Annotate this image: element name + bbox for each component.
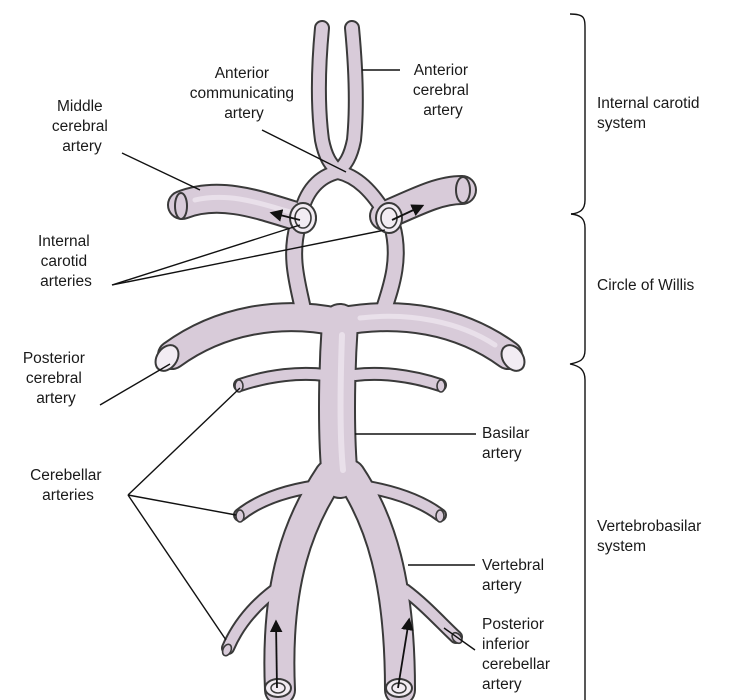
label-line: cerebellar <box>482 656 550 673</box>
left-vertebral-artery <box>279 475 330 690</box>
label-vertebrobasilar-system: Vertebrobasilar system <box>597 518 706 555</box>
label-line: artery <box>224 105 264 122</box>
label-line: cerebral <box>413 82 469 99</box>
label-line: artery <box>36 390 76 407</box>
label-line: artery <box>482 577 522 594</box>
system-labels: Internal carotid system Circle of Willis… <box>597 95 706 555</box>
label-posterior-inferior-cerebellar-artery: Posterior inferior cerebellar artery <box>482 616 554 693</box>
anterior-communicating-leader <box>262 130 346 172</box>
label-line: Cerebellar <box>30 467 102 484</box>
label-internal-carotid-system: Internal carotid system <box>597 95 704 132</box>
label-line: cerebral <box>26 370 82 387</box>
system-brackets <box>570 14 585 700</box>
label-line: Middle <box>57 98 103 115</box>
left-mca-end <box>175 193 187 219</box>
cerebellar-leader-middle <box>128 495 236 515</box>
label-line: Internal <box>38 233 90 250</box>
label-anterior-communicating-artery: Anterior communicating artery <box>190 65 299 122</box>
label-line: Vertebrobasilar <box>597 518 701 535</box>
left-vertebral-flow-arrow <box>276 622 277 688</box>
label-line: artery <box>423 102 463 119</box>
right-aica-end <box>436 510 444 522</box>
right-sca-end <box>437 380 445 392</box>
label-line: Basilar <box>482 425 529 442</box>
label-line: arteries <box>40 273 92 290</box>
label-line: Anterior <box>215 65 269 82</box>
label-line: system <box>597 115 646 132</box>
label-line: carotid <box>41 253 88 270</box>
label-line: system <box>597 538 646 555</box>
vessels-group <box>151 28 529 697</box>
cerebellar-leader-upper <box>128 388 240 495</box>
posterior-cerebral-leader <box>100 364 170 405</box>
internal-carotid-bracket <box>570 14 585 214</box>
internal-carotid-leader-right <box>112 230 385 285</box>
label-line: Anterior <box>414 62 468 79</box>
label-posterior-cerebral-artery: Posterior cerebral artery <box>23 350 89 407</box>
label-basilar-artery: Basilar artery <box>482 425 534 462</box>
label-line: Vertebral <box>482 557 544 574</box>
label-internal-carotid-arteries: Internal carotid arteries <box>38 233 94 290</box>
label-line: Circle of Willis <box>597 277 695 294</box>
label-line: Posterior <box>23 350 85 367</box>
label-vertebral-artery: Vertebral artery <box>482 557 548 594</box>
label-cerebellar-arteries: Cerebellar arteries <box>30 467 106 504</box>
label-line: cerebral <box>52 118 108 135</box>
label-line: communicating <box>190 85 294 102</box>
circle-of-willis-bracket <box>570 214 585 364</box>
label-line: artery <box>62 138 102 155</box>
label-line: arteries <box>42 487 94 504</box>
vertebrobasilar-bracket <box>570 364 585 700</box>
middle-cerebral-leader <box>122 153 200 190</box>
right-vertebral-artery <box>350 475 400 690</box>
basilar-highlight <box>341 335 343 470</box>
internal-carotid-leader-left <box>112 225 300 285</box>
left-sca-end <box>235 380 243 392</box>
label-line: Posterior <box>482 616 544 633</box>
label-line: artery <box>482 445 522 462</box>
label-line: artery <box>482 676 522 693</box>
label-middle-cerebral-artery: Middle cerebral artery <box>52 98 112 155</box>
label-circle-of-willis: Circle of Willis <box>597 277 695 294</box>
left-anterior-cerebral-artery <box>319 28 338 172</box>
left-aica-end <box>236 510 244 522</box>
right-mca-end <box>456 177 470 203</box>
cerebellar-leader-lower <box>128 495 226 640</box>
label-line: inferior <box>482 636 529 653</box>
label-line: Internal carotid <box>597 95 700 112</box>
left-vertebral-lumen <box>265 679 291 697</box>
label-anterior-cerebral-artery: Anterior cerebral artery <box>413 62 473 119</box>
